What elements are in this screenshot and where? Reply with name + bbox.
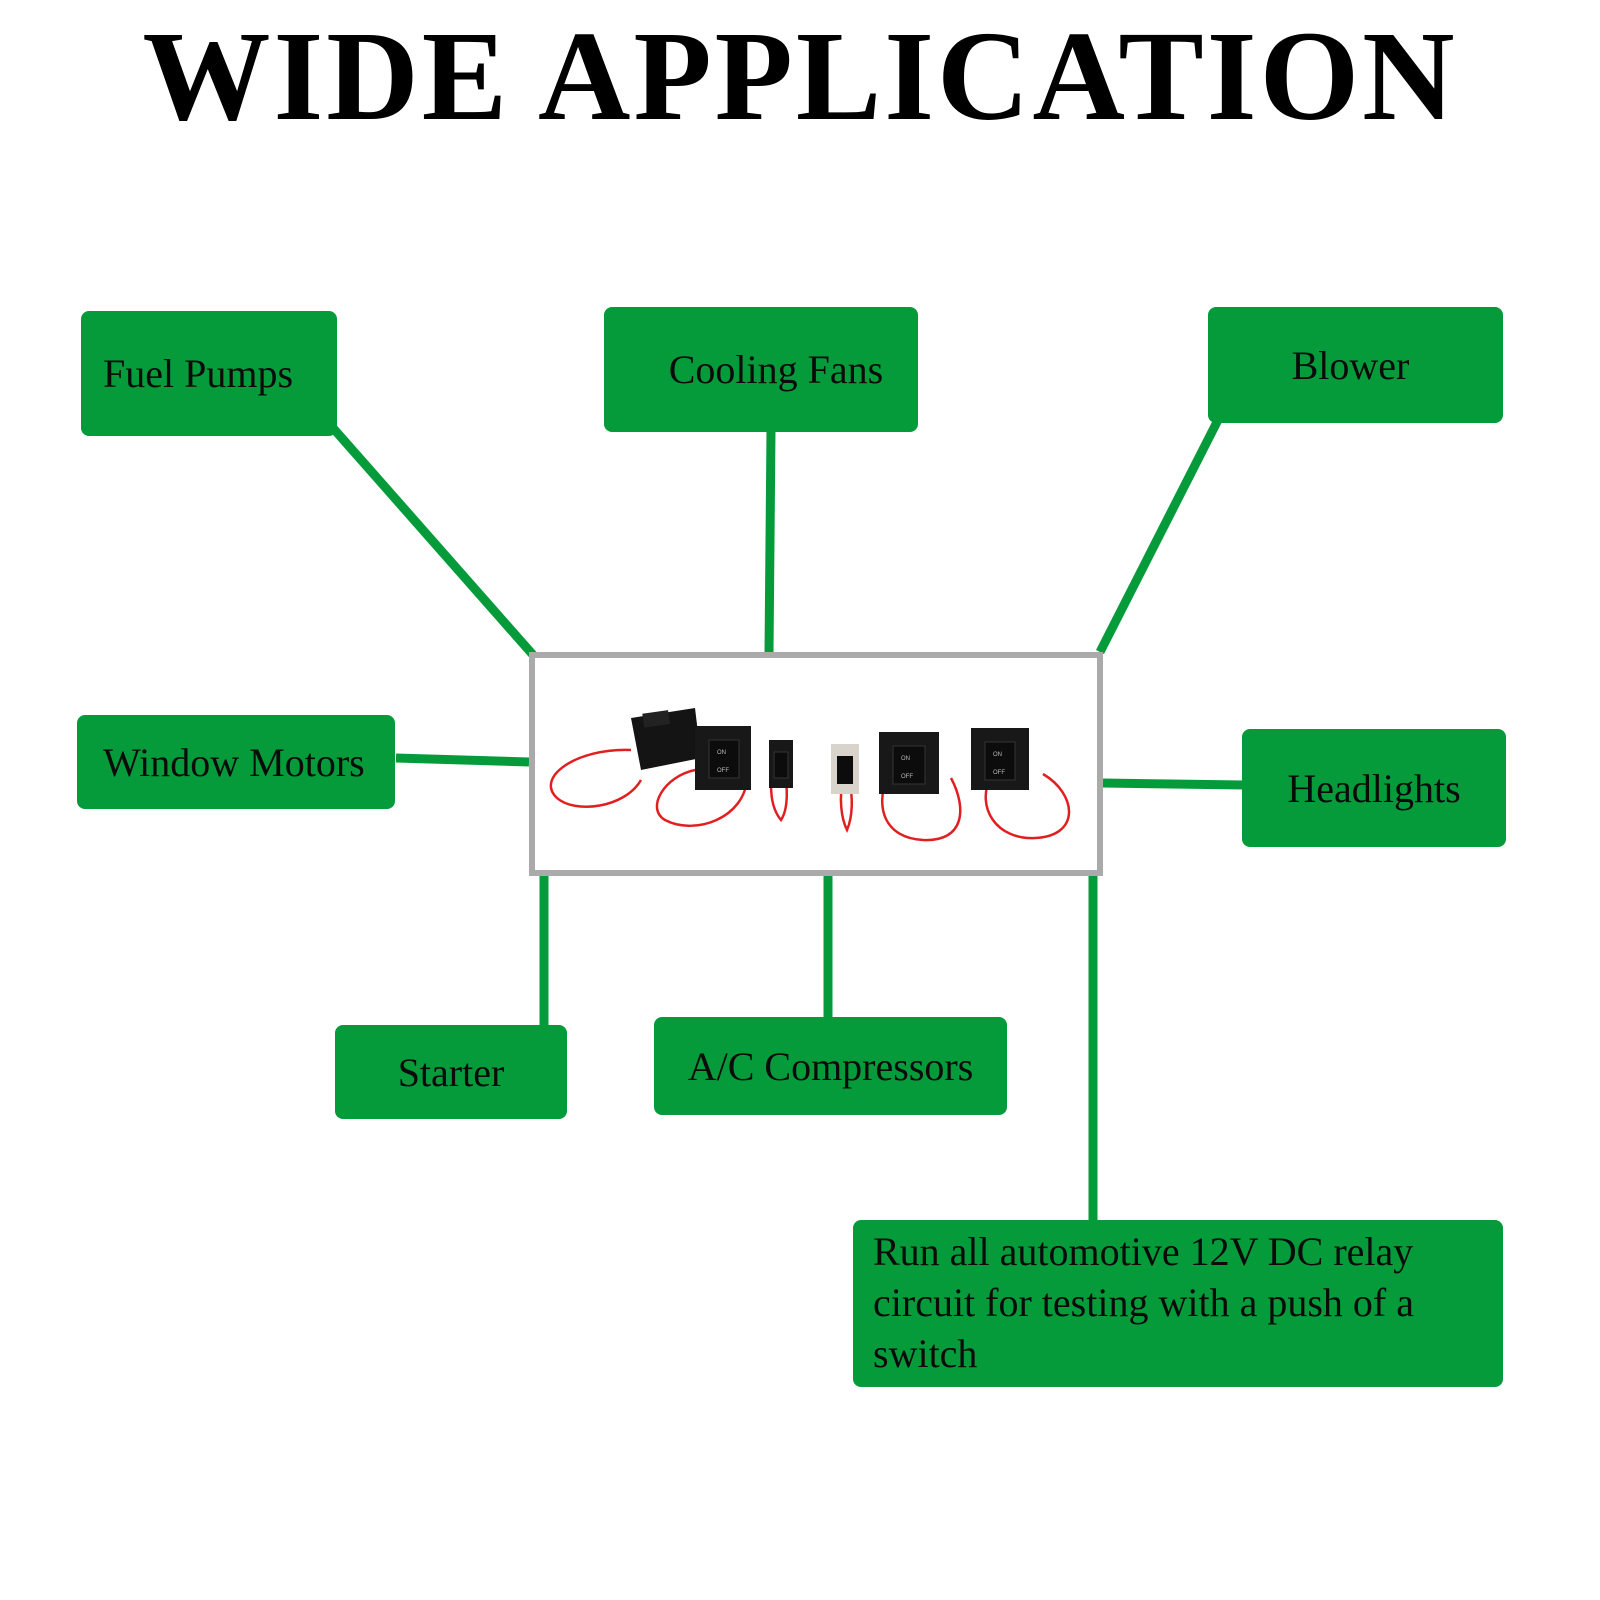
application-label-description: Run all automotive 12V DC relay circuit …: [873, 1229, 1414, 1376]
application-label-fuel-pumps: Fuel Pumps: [103, 351, 294, 396]
application-box-cooling-fans: Cooling Fans: [604, 307, 918, 432]
connector-headlights: [1102, 778, 1245, 790]
svg-text:ON: ON: [901, 756, 910, 762]
application-box-ac-compressors: A/C Compressors: [654, 1017, 1007, 1115]
application-box-headlights: Headlights: [1242, 729, 1506, 847]
svg-text:OFF: OFF: [993, 770, 1005, 776]
application-box-description: Run all automotive 12V DC relay circuit …: [853, 1220, 1503, 1387]
application-label-headlights: Headlights: [1287, 765, 1461, 811]
switch-on-text: ON: [717, 750, 726, 756]
connector-fuel-pumps: [329, 425, 538, 659]
connector-blower: [1095, 417, 1223, 655]
application-box-fuel-pumps: Fuel Pumps: [81, 311, 337, 436]
application-box-window-motors: Window Motors: [77, 715, 395, 809]
application-box-starter: Starter: [335, 1025, 567, 1119]
application-box-blower: Blower: [1208, 307, 1503, 423]
application-label-ac-compressors: A/C Compressors: [687, 1043, 974, 1089]
svg-text:OFF: OFF: [901, 774, 913, 780]
switch-off-text: OFF: [717, 768, 729, 774]
application-label-blower: Blower: [1291, 342, 1410, 388]
application-label-starter: Starter: [397, 1049, 505, 1095]
product-photo-frame: ON OFF ON OFF ON OFF: [529, 652, 1103, 876]
svg-text:ON: ON: [993, 752, 1002, 758]
connector-window-motors: [395, 753, 530, 767]
connector-cooling-fans: [764, 429, 776, 653]
relay-switch-set-image: ON OFF ON OFF ON OFF: [535, 658, 1097, 870]
application-label-window-motors: Window Motors: [103, 739, 365, 785]
page-title: WIDE APPLICATION: [142, 5, 1458, 147]
application-label-cooling-fans: Cooling Fans: [668, 347, 884, 392]
